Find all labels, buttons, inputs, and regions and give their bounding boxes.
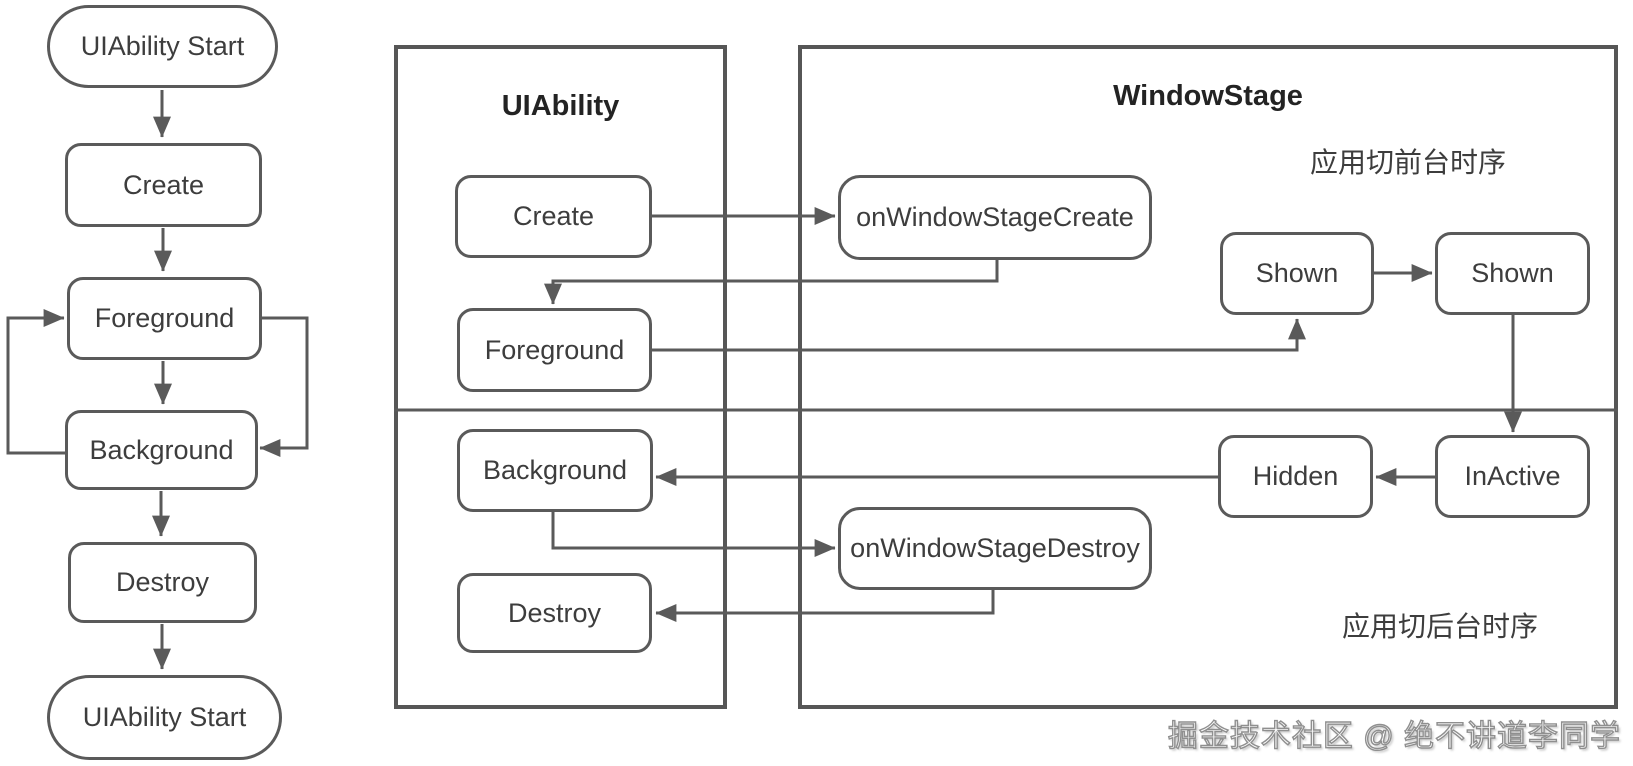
windowstage-panel-title: WindowStage <box>1113 80 1303 112</box>
arrow-onwindowstagecreate-to-foreground-icon <box>544 260 999 305</box>
watermark-text: 掘金技术社区 @ 绝不讲道李同学 <box>1167 719 1621 753</box>
uiability-panel <box>394 45 727 709</box>
node-destroy-panel: Destroy <box>457 573 652 653</box>
uiability-panel-title: UIAbility <box>501 90 620 122</box>
node-inactive: InActive <box>1435 435 1590 518</box>
node-shown-left: Shown <box>1220 232 1374 315</box>
arrow-foreground-loop-to-background-icon <box>259 316 309 457</box>
background-sequence-label: 应用切后台时序 <box>1341 611 1538 642</box>
node-onwindowstagecreate: onWindowStageCreate <box>838 175 1152 260</box>
node-background-panel: Background <box>457 429 653 512</box>
arrow-foreground-to-shown-icon <box>652 318 1306 352</box>
node-uiability-start-top: UIAbility Start <box>47 5 278 88</box>
node-foreground-left: Foreground <box>67 277 262 360</box>
foreground-sequence-label: 应用切前台时序 <box>1309 147 1506 178</box>
node-hidden: Hidden <box>1218 435 1373 518</box>
node-create-left: Create <box>65 143 262 227</box>
arrow-background-to-onwindowstagedestroy-icon <box>551 512 836 557</box>
node-onwindowstagedestroy: onWindowStageDestroy <box>838 507 1152 590</box>
node-destroy-left: Destroy <box>68 542 257 623</box>
windowstage-panel <box>798 45 1618 709</box>
node-background-left: Background <box>65 410 258 490</box>
node-uiability-start-bottom: UIAbility Start <box>47 675 282 760</box>
arrow-background-loop-to-foreground-icon <box>6 309 65 455</box>
node-foreground-panel: Foreground <box>457 308 652 392</box>
node-create-panel: Create <box>455 175 652 258</box>
arrow-onwindowstagedestroy-to-destroy-icon <box>655 590 995 622</box>
node-shown-right: Shown <box>1435 232 1590 315</box>
